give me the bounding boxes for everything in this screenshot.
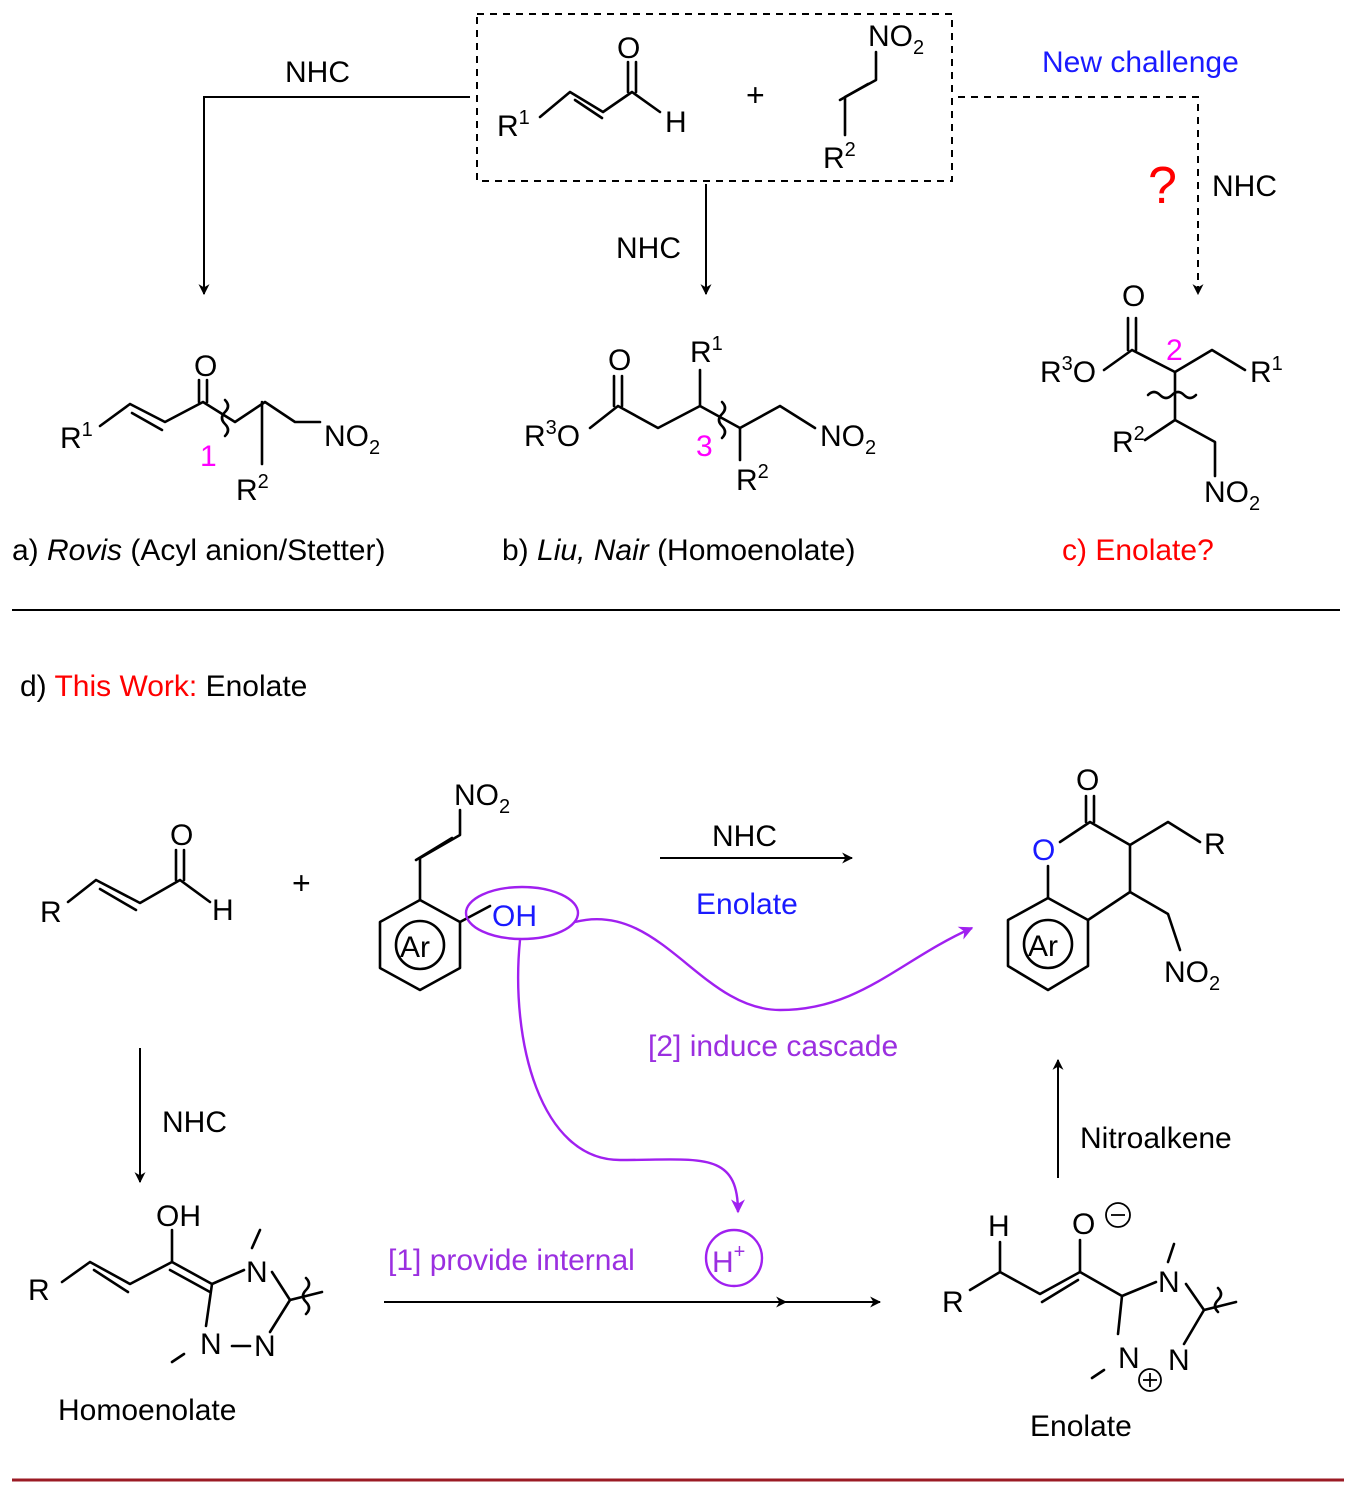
homoenolate-formation-arrow: NHC: [134, 1048, 227, 1184]
svg-text:R3O: R3O: [1040, 353, 1096, 389]
enolate-label: Enolate: [1030, 1410, 1132, 1443]
svg-text:H+: H+: [712, 1241, 745, 1279]
caption-c: c) Enolate?: [1062, 534, 1214, 567]
section-d-title: d) This Work: Enolate: [20, 670, 307, 703]
svg-text:O: O: [1032, 834, 1055, 867]
svg-text:O: O: [170, 819, 193, 852]
product-c-structure: O R3O 2 R1 R2 NO2: [1040, 280, 1283, 515]
nhc-enolate-arrow: NHC Enolate: [660, 820, 854, 921]
svg-text:[2] induce cascade: [2] induce cascade: [648, 1030, 898, 1063]
cascade-curved-arrow: [574, 918, 974, 1012]
path-a-arrow: NHC: [198, 56, 470, 296]
proton-transfer-arrow: [1] provide internal H+: [384, 1228, 882, 1308]
svg-text:R: R: [28, 1274, 50, 1307]
svg-text:R: R: [942, 1286, 964, 1319]
caption-a: a) Rovis (Acyl anion/Stetter): [12, 534, 385, 567]
product-a-structure: O R1 1 R2 NO2: [60, 350, 380, 507]
svg-text:NO2: NO2: [868, 20, 924, 59]
enolate-structure: H O R N N N: [942, 1202, 1238, 1392]
svg-text:New challenge: New challenge: [1042, 46, 1239, 79]
nitrostyrene-phenol-structure: Ar NO2 OH: [378, 779, 580, 992]
svg-text:NHC: NHC: [285, 56, 350, 89]
svg-text:NO2: NO2: [1164, 956, 1220, 995]
svg-text:N: N: [200, 1328, 222, 1361]
svg-text:R1: R1: [497, 107, 530, 143]
caption-b: b) Liu, Nair (Homoenolate): [502, 534, 856, 567]
chromanone-product-structure: Ar O O R NO2: [1006, 764, 1226, 995]
svg-text:N: N: [1168, 1344, 1190, 1377]
plus-sign-d: +: [292, 865, 311, 901]
svg-text:N: N: [254, 1330, 276, 1363]
svg-text:Ar: Ar: [400, 931, 430, 964]
svg-text:N: N: [1158, 1266, 1180, 1299]
svg-text:NHC: NHC: [712, 820, 777, 853]
svg-text:N: N: [246, 1256, 268, 1289]
starting-materials: O H R1 + NO2 R2: [476, 13, 953, 182]
svg-text:R2: R2: [736, 461, 769, 497]
svg-text:R: R: [1204, 828, 1226, 861]
svg-text:O: O: [1122, 280, 1145, 313]
svg-text:NHC: NHC: [616, 232, 681, 265]
svg-text:R2: R2: [1112, 423, 1145, 459]
svg-text:NO2: NO2: [454, 779, 510, 818]
svg-text:H: H: [665, 106, 687, 139]
svg-text:2: 2: [1166, 334, 1183, 367]
nitroalkene-addition-arrow: Nitroalkene: [1052, 1058, 1232, 1178]
svg-text:NO2: NO2: [1204, 476, 1260, 515]
enal-structure: O H R1: [497, 32, 687, 143]
svg-text:NO2: NO2: [324, 420, 380, 459]
svg-text:R1: R1: [690, 333, 723, 369]
svg-text:R: R: [40, 896, 62, 929]
svg-text:NHC: NHC: [1212, 170, 1277, 203]
svg-text:?: ?: [1148, 157, 1177, 215]
svg-text:R2: R2: [236, 471, 269, 507]
homoenolate-label: Homoenolate: [58, 1394, 236, 1427]
svg-text:R3O: R3O: [524, 417, 580, 453]
svg-text:H: H: [212, 894, 234, 927]
svg-text:O: O: [194, 350, 217, 383]
path-b-arrow: NHC: [616, 184, 712, 296]
product-b-structure: O R3O R1 3 R2 NO2: [524, 333, 876, 497]
plus-sign: +: [746, 77, 765, 113]
svg-text:1: 1: [200, 440, 217, 473]
svg-text:OH: OH: [492, 900, 537, 933]
path-c-arrow: New challenge ? NHC: [958, 46, 1277, 296]
svg-text:OH: OH: [156, 1200, 201, 1233]
svg-text:O: O: [617, 32, 640, 65]
svg-text:N: N: [1118, 1342, 1140, 1375]
svg-text:H: H: [988, 1210, 1010, 1243]
nitroalkene-structure: NO2 R2: [823, 20, 924, 175]
svg-text:R1: R1: [1250, 353, 1283, 389]
svg-text:R1: R1: [60, 419, 93, 455]
svg-text:Enolate: Enolate: [696, 888, 798, 921]
svg-text:3: 3: [696, 430, 713, 463]
svg-text:O: O: [1072, 1208, 1095, 1241]
svg-text:Ar: Ar: [1028, 930, 1058, 963]
svg-text:O: O: [1076, 764, 1099, 797]
svg-text:NHC: NHC: [162, 1106, 227, 1139]
svg-text:Nitroalkene: Nitroalkene: [1080, 1122, 1232, 1155]
enal-d-structure: O H R: [40, 819, 234, 929]
proton-curved-arrow: [516, 939, 745, 1214]
homoenolate-structure: OH R N N N: [28, 1200, 324, 1364]
svg-text:[1] provide internal: [1] provide internal: [388, 1244, 635, 1277]
svg-text:R2: R2: [823, 139, 856, 175]
svg-text:NO2: NO2: [820, 420, 876, 459]
svg-text:O: O: [608, 344, 631, 377]
